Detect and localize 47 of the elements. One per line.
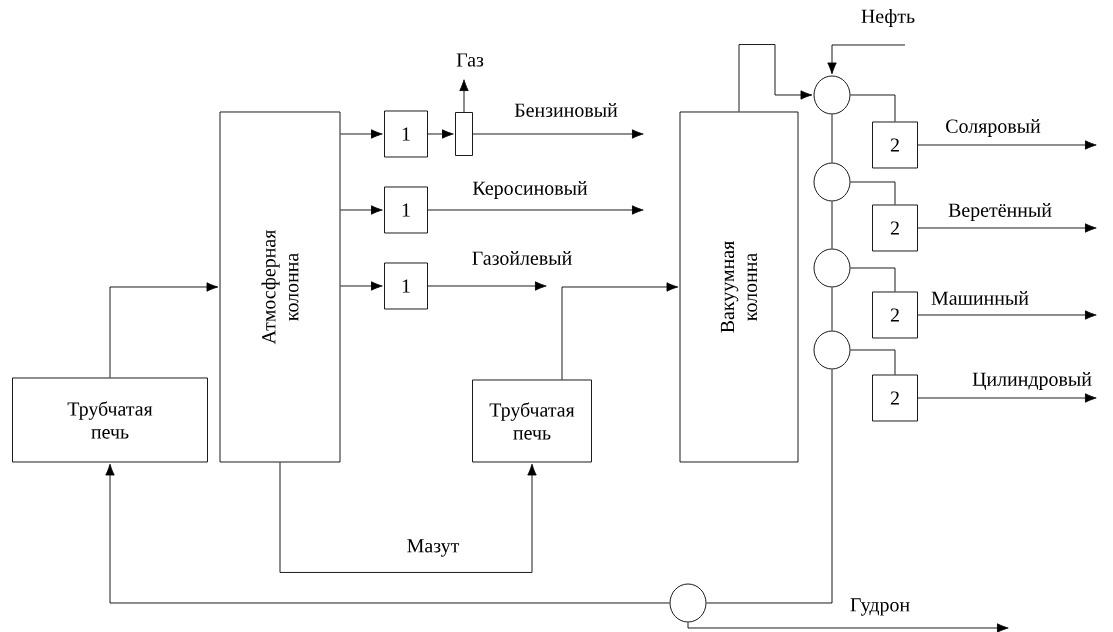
unit-box: 1 [384,110,428,158]
arrow [427,281,547,291]
arrow [340,281,383,291]
edge-label: Веретённый [947,202,1053,222]
arrow [340,205,383,215]
furnace-box: Трубчатая печь [12,377,208,463]
edge-label: Машинный [930,290,1030,306]
arrow [917,310,1097,320]
arrow [340,129,383,139]
arrow [738,44,813,112]
heat-exchanger-circle [669,583,707,623]
heat-exchanger-circle [813,162,851,202]
heat-exchanger-circle [813,248,851,288]
arrow [827,44,906,75]
edge-label: Мазут [405,538,461,558]
unit-box: 1 [384,262,428,310]
edge-label: Газойлевый [470,250,574,266]
arrow [109,282,219,378]
unit-box: 2 [872,374,918,422]
unit-box: 2 [872,121,918,169]
edge-label: Керосиновый [471,180,589,200]
arrow [561,282,679,380]
unit-box: 2 [872,291,918,339]
edge-label: Цилиндровый [971,371,1093,391]
arrow [105,463,670,604]
arrow [279,462,537,573]
arrow [427,129,454,139]
arrow [459,79,469,113]
unit-box: 2 [872,204,918,252]
column-box: Атмосферная колонна [219,111,341,463]
arrow [917,140,1097,150]
edge-label: Соляровый [944,118,1042,138]
edge-label: Гудрон [848,597,912,617]
heat-exchanger-circle [813,75,851,115]
arrow [687,622,1009,632]
separator-box [455,112,473,156]
column-box: Вакуумная колонна [679,111,799,463]
arrow [917,223,1097,233]
arrow [427,205,644,215]
edge-label: Газ [455,52,485,68]
heat-exchanger-circle [813,330,851,370]
arrow [917,393,1097,403]
arrow [472,129,644,139]
edge-label: Нефть [859,7,917,29]
unit-box: 1 [384,186,428,234]
edge-label: Бензиновый [513,102,619,118]
furnace-box: Трубчатая печь [472,379,592,463]
